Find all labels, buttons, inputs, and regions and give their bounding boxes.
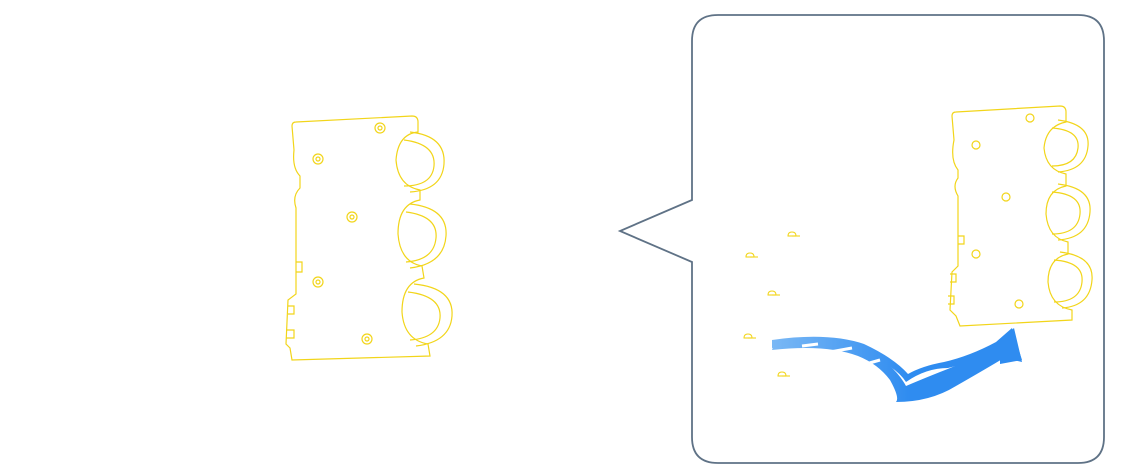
- arrow-stripe-2: [829, 346, 853, 354]
- right-cover-plate: [948, 105, 1093, 327]
- right-tab-1: [958, 235, 965, 245]
- screw-icon: [787, 231, 800, 237]
- curved-arrow-icon: [772, 328, 1022, 402]
- screw-icon: [312, 276, 324, 288]
- left-tab-2: [288, 305, 295, 315]
- right-bulge-mid-inner: [1051, 191, 1081, 235]
- left-tab-3: [286, 329, 295, 339]
- right-bulge-bot-inner: [1053, 259, 1083, 303]
- screw-hole: [971, 249, 981, 259]
- callout-bubble: [617, 14, 1105, 464]
- screw-hole: [971, 140, 981, 150]
- screw-icon: [346, 211, 358, 223]
- screw-icon: [374, 122, 386, 134]
- left-bulge-top-inner: [403, 139, 435, 187]
- arrow-stripe-3: [851, 358, 881, 370]
- right-plate-outline: [949, 105, 1073, 327]
- right-tab-2: [950, 273, 957, 283]
- right-bulge-mid: [1057, 183, 1091, 241]
- screw-icon: [361, 333, 373, 345]
- left-plate-outline: [285, 115, 431, 361]
- arrow-tail: [772, 328, 1022, 402]
- right-bulge-top: [1057, 119, 1089, 173]
- left-tab-1: [296, 261, 303, 273]
- left-bulge-mid-inner: [405, 211, 437, 263]
- removed-screws: [743, 231, 800, 377]
- screw-icon: [777, 371, 790, 377]
- right-bulge-top-inner: [1051, 127, 1079, 167]
- arrow-body: [772, 328, 1022, 382]
- screw-hole: [1001, 192, 1011, 202]
- right-bulge-bot: [1059, 251, 1093, 309]
- left-cover-plate: [285, 115, 453, 361]
- left-bulge-top: [409, 131, 445, 193]
- left-bulge-bot-inner: [407, 291, 441, 341]
- left-bulge-mid: [409, 203, 447, 269]
- screw-icon: [767, 290, 780, 296]
- screw-icon: [745, 252, 758, 258]
- screw-icon: [743, 333, 756, 339]
- screw-hole: [1014, 299, 1024, 309]
- arrow-stripe-1: [801, 342, 819, 348]
- screw-icon: [312, 153, 324, 165]
- left-bulge-bot: [413, 283, 453, 347]
- screw-hole: [1025, 113, 1035, 123]
- right-tab-3: [948, 295, 955, 305]
